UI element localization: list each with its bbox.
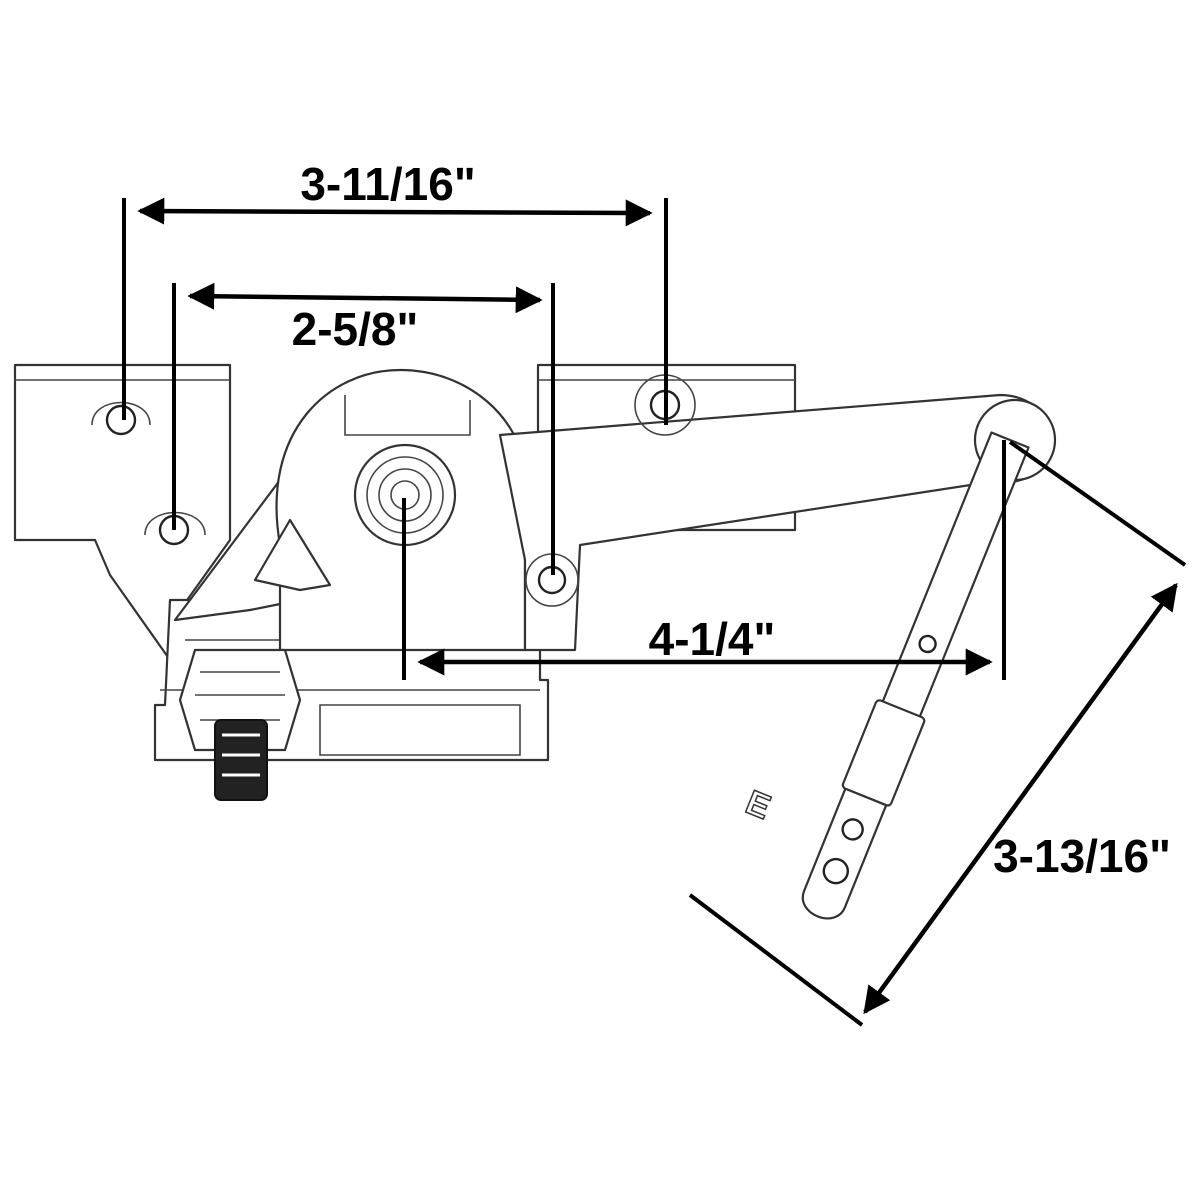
spline-shaft-icon bbox=[178, 648, 302, 801]
E-stamp-icon: E bbox=[741, 783, 776, 827]
dimension-inner-span: 2-5/8" bbox=[172, 282, 555, 575]
dimension-label-link-length: 3-13/16" bbox=[993, 830, 1171, 882]
dimension-label-arm-pivot-span: 4-1/4" bbox=[649, 613, 776, 665]
dimension-top-span: 3-11/16" bbox=[122, 158, 668, 425]
dimension-label-inner-span: 2-5/8" bbox=[292, 303, 419, 355]
dimension-link-length: 3-13/16" bbox=[688, 440, 1187, 1027]
dimension-label-top-span: 3-11/16" bbox=[300, 158, 475, 210]
mounting-hole-upper-left bbox=[91, 401, 151, 436]
